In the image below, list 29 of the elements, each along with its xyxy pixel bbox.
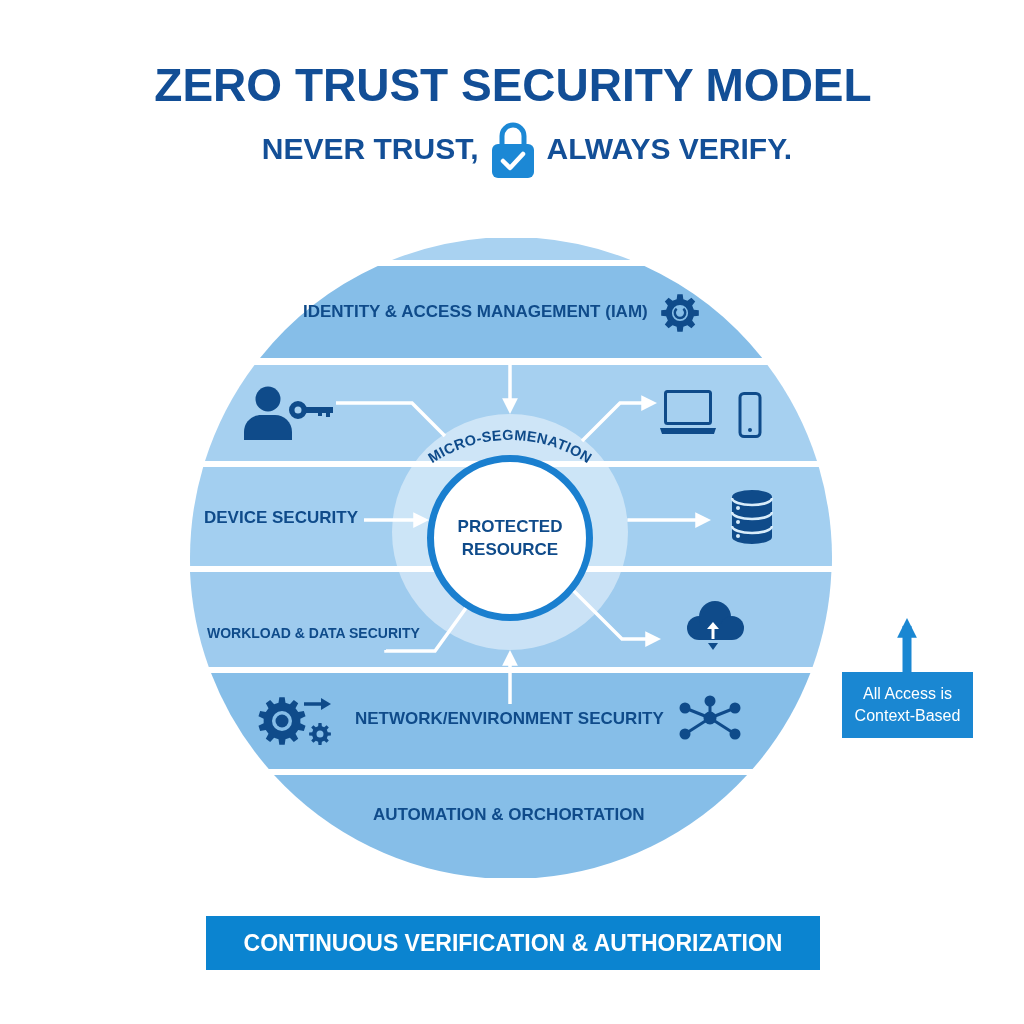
subtitle-text: NEVER TRUST, bbox=[261, 131, 479, 167]
band-segment bbox=[274, 775, 748, 878]
arrow bbox=[572, 589, 661, 647]
callout-text: All Access is Context-Based bbox=[853, 684, 962, 726]
arrow bbox=[502, 362, 518, 414]
band-segment bbox=[259, 266, 763, 358]
band-label: AUTOMATION & ORCHORTATION bbox=[373, 805, 645, 825]
arrow bbox=[364, 512, 429, 528]
arrow bbox=[627, 512, 711, 528]
title: ZERO TRUST SECURITY MODEL bbox=[154, 58, 872, 112]
callout-box bbox=[842, 672, 973, 738]
band-segment bbox=[211, 673, 811, 769]
band-segment bbox=[391, 238, 631, 260]
arrow bbox=[502, 650, 518, 704]
subtitle-text: ALWAYS VERIFY. bbox=[546, 131, 793, 167]
band-segment bbox=[205, 365, 817, 461]
user-key-icon bbox=[243, 386, 333, 440]
laptop-phone-icon bbox=[660, 390, 762, 438]
section-label: DEVICE SECURITY bbox=[204, 508, 358, 528]
band-label: IDENTITY & ACCESS MANAGEMENT (IAM) bbox=[303, 302, 648, 322]
connector-line bbox=[336, 401, 447, 438]
database-icon bbox=[731, 489, 773, 545]
banner bbox=[206, 916, 820, 970]
section-label: NETWORK/ENVIRONMENT SECURITY bbox=[355, 709, 664, 729]
arrow bbox=[897, 618, 917, 672]
banner-text: CONTINUOUS VERIFICATION & AUTHORIZATION bbox=[243, 929, 783, 957]
arrow bbox=[580, 395, 657, 443]
section-label: WORKLOAD & DATA SECURITY bbox=[207, 625, 420, 642]
circle-label: PROTECTED RESOURCE bbox=[456, 516, 564, 561]
